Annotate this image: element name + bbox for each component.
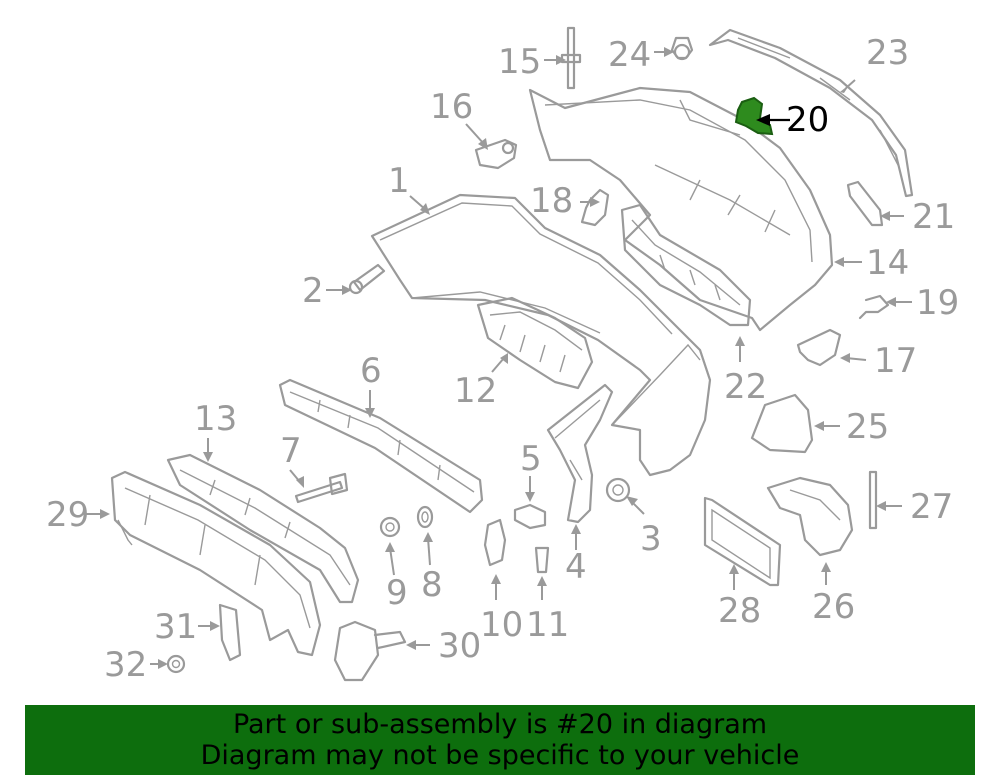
part-23-trim-strip xyxy=(708,28,914,198)
part-29-impact-bar xyxy=(110,470,322,657)
callout-29: 29 xyxy=(46,495,89,535)
part-28-license-bracket xyxy=(703,496,782,587)
callout-25: 25 xyxy=(846,407,889,447)
callout-12: 12 xyxy=(454,371,497,411)
part-21-bracket xyxy=(846,180,884,227)
callout-8: 8 xyxy=(421,565,443,605)
part-30-bracket xyxy=(333,620,407,682)
part-19-clip xyxy=(858,294,890,320)
banner-line-2: Diagram may not be specific to your vehi… xyxy=(200,740,800,771)
part-17-bracket xyxy=(796,328,842,367)
callout-2: 2 xyxy=(302,271,324,311)
part-31-plate xyxy=(218,603,242,662)
part-3-nut xyxy=(605,477,631,503)
part-27-pin xyxy=(868,470,878,530)
callout-16: 16 xyxy=(430,87,473,127)
part-12-bracket xyxy=(476,296,594,390)
callout-10: 10 xyxy=(480,605,523,645)
callout-22: 22 xyxy=(724,367,767,407)
parts-diagram: 15 24 23 16 20 1 18 21 14 2 19 17 6 12 2… xyxy=(46,26,959,685)
callout-11: 11 xyxy=(526,605,569,645)
part-8-washer xyxy=(416,505,434,529)
callout-24: 24 xyxy=(608,35,651,75)
part-14-diffuser xyxy=(528,86,834,332)
callout-26: 26 xyxy=(812,587,855,627)
callout-32: 32 xyxy=(104,645,147,685)
callout-13: 13 xyxy=(194,399,237,439)
part-22-bracket xyxy=(620,203,752,327)
part-18-bracket xyxy=(580,188,610,227)
callout-7: 7 xyxy=(280,431,302,471)
part-1-bumper-cover xyxy=(370,193,712,477)
part-13-energy-absorber xyxy=(166,453,360,604)
callout-23: 23 xyxy=(866,33,909,73)
leader-lines xyxy=(86,47,912,669)
callout-9: 9 xyxy=(386,573,408,613)
callout-27: 27 xyxy=(910,487,953,527)
callout-17: 17 xyxy=(874,341,917,381)
callout-18: 18 xyxy=(530,181,573,221)
callout-1: 1 xyxy=(388,161,410,201)
callout-5: 5 xyxy=(520,439,542,479)
part-5-clip xyxy=(513,503,547,530)
callout-labels: 15 24 23 16 20 1 18 21 14 2 19 17 6 12 2… xyxy=(46,33,959,685)
part-16-sensor-bracket xyxy=(474,138,518,170)
part-10-bracket xyxy=(483,518,507,567)
part-6-absorber xyxy=(278,378,484,514)
callout-20: 20 xyxy=(786,100,829,140)
part-25-cover xyxy=(750,393,814,454)
part-32-nut xyxy=(166,654,186,674)
info-banner: Part or sub-assembly is #20 in diagram D… xyxy=(25,705,975,775)
part-2-bolt xyxy=(348,263,386,295)
callout-14: 14 xyxy=(866,243,909,283)
callout-3: 3 xyxy=(640,519,662,559)
part-26-bracket xyxy=(766,476,854,557)
callout-30: 30 xyxy=(438,626,481,666)
part-24-clip xyxy=(670,36,694,61)
banner-line-1: Part or sub-assembly is #20 in diagram xyxy=(232,709,768,740)
part-11-clip xyxy=(534,546,550,574)
part-20-highlighted xyxy=(734,96,790,136)
callout-6: 6 xyxy=(360,351,382,391)
callout-4: 4 xyxy=(565,547,587,587)
callout-21: 21 xyxy=(912,197,955,237)
part-15-stud xyxy=(560,26,582,90)
part-9-washer xyxy=(379,516,401,538)
part-4-side-bracket xyxy=(546,383,614,524)
callout-19: 19 xyxy=(916,283,959,323)
callout-15: 15 xyxy=(498,42,541,82)
callout-28: 28 xyxy=(718,591,761,631)
part-7-bolt xyxy=(294,472,349,504)
callout-31: 31 xyxy=(154,607,197,647)
